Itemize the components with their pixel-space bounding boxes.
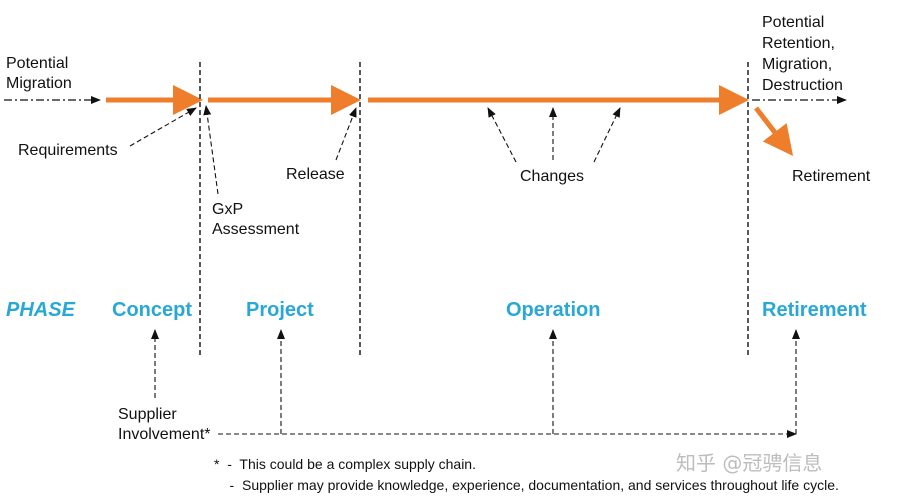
potential-end-line-1: Potential [762,14,824,31]
operation-phase-label: Operation [506,299,600,321]
supplier-line-1: Supplier [118,406,177,423]
gxp-arrow [203,105,219,195]
phase-heading: PHASE [6,299,76,321]
retirement-lifecycle-arrow [754,106,794,156]
concept-phase-label: Concept [112,299,192,321]
potential-end-line-4: Destruction [762,77,843,94]
supplier-line-2: Involvement* [118,426,211,443]
project-phase-label: Project [246,299,314,321]
requirements-arrow [129,107,197,147]
potential-migration-line-2: Migration [6,75,72,92]
potential-end-label: Potential Retention, Migration, Destruct… [762,14,843,94]
gxp-line-1: GxP [212,201,243,218]
potential-end-line-3: Migration, [762,56,832,73]
supplier-involvement-label: Supplier Involvement* [118,406,211,443]
changes-arrow-left [487,107,517,163]
potential-migration-label: Potential Migration [6,55,73,92]
gxp-line-2: Assessment [212,221,300,238]
note-supplier-services: - Supplier may provide knowledge, experi… [214,477,839,493]
release-arrow [335,107,357,161]
note-supply-chain: * - This could be a complex supply chain… [214,456,476,472]
gxp-assessment-label: GxP Assessment [212,201,300,238]
retirement-phase-label: Retirement [762,299,867,321]
watermark-text: 知乎 @冠骋信息 [676,451,822,475]
potential-end-line-2: Retention, [762,35,835,52]
retirement-event-label: Retirement [792,168,871,185]
requirements-label: Requirements [18,142,118,159]
changes-arrow-right [593,107,621,163]
changes-label: Changes [520,168,584,185]
release-label: Release [286,166,345,183]
potential-migration-line-1: Potential [6,55,68,72]
